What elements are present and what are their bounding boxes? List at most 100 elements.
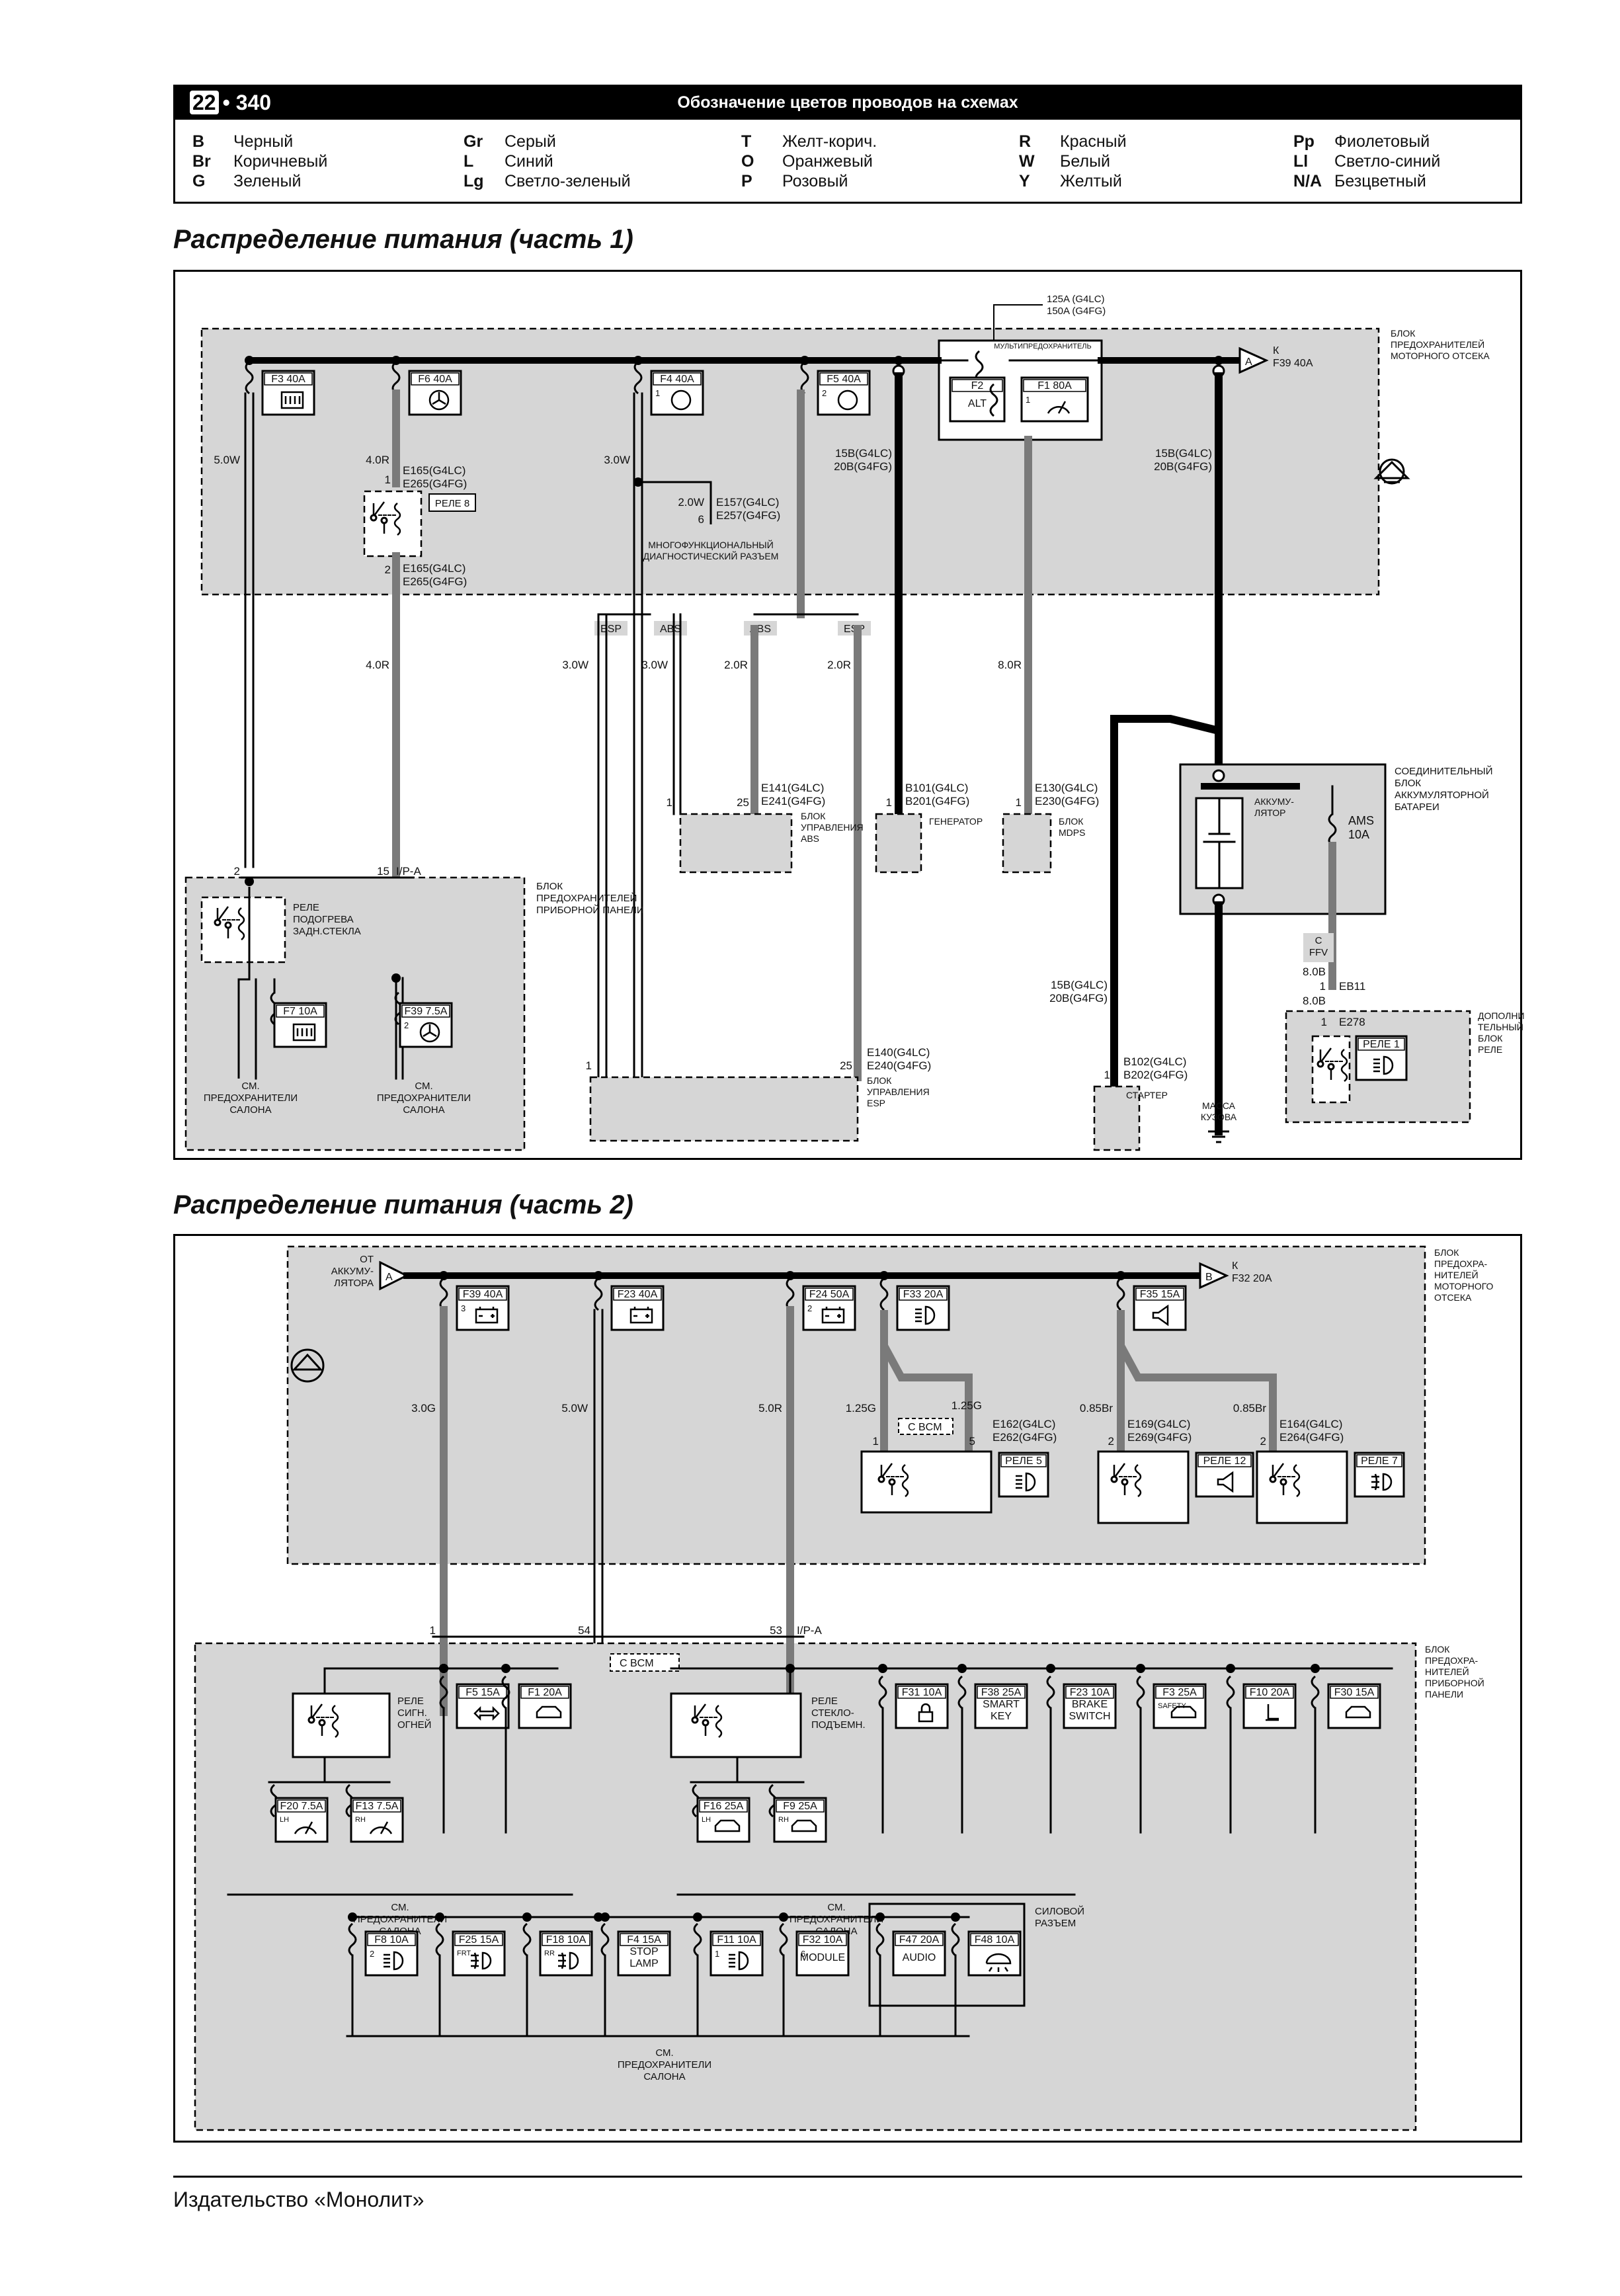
fuse-label: F8 10A: [374, 1934, 409, 1946]
fuse-label: РЕЛЕ 7: [1361, 1456, 1398, 1467]
footer-rule: [173, 2176, 1522, 2178]
rear-defrost-relay-label: ПОДОГРЕВА: [293, 914, 354, 925]
fuse-f5-15a: F5 15A: [456, 1683, 510, 1729]
fuse-sub: FRT: [457, 1949, 471, 1957]
window-relay-label: СТЕКЛО-: [811, 1707, 854, 1719]
connector-a-arrow: [1238, 347, 1269, 374]
fuse-element: [522, 1922, 532, 1957]
fuse-label: F20 7.5A: [280, 1801, 323, 1812]
abs-tag: ABS: [660, 624, 681, 635]
connector-code: EB11: [1339, 980, 1365, 993]
wiper-icon: [369, 1821, 393, 1834]
wire-code: B: [192, 132, 205, 151]
fuse-element: [501, 1675, 510, 1709]
fuse-label: РЕЛЕ 12: [1203, 1456, 1246, 1467]
wire-0.85br: [1117, 1344, 1277, 1454]
mdps-label: MDPS: [1059, 827, 1085, 838]
engine-block-label: МОТОРНОГО: [1434, 1281, 1493, 1292]
wire-color-name: Фиолетовый: [1334, 132, 1430, 151]
heater-icon: [292, 1023, 316, 1042]
seat-icon: [1266, 1704, 1279, 1721]
fuse-label: F35 15A: [1140, 1289, 1180, 1300]
relay-contact: [380, 516, 388, 524]
relay-contact: [1279, 1478, 1287, 1486]
fuse-element: [245, 360, 254, 395]
ground-icon: [292, 1353, 323, 1371]
fuse-sub: SAFETY: [1158, 1702, 1186, 1710]
fuse-element: [1116, 1277, 1125, 1311]
signal-relay-label: РЕЛЕ: [397, 1696, 424, 1707]
connector-code: I/P-A: [396, 865, 421, 878]
battery-icon: [821, 1307, 845, 1324]
arrows-icon: [473, 1705, 500, 1721]
fuse-text: BRAKE: [1072, 1699, 1108, 1710]
fuse-pin: 1: [655, 388, 660, 398]
fuse-f23-40a: F23 40A: [610, 1285, 665, 1331]
connector-code: B202(G4FG): [1123, 1069, 1188, 1081]
fuse-label: F39 40A: [463, 1289, 503, 1300]
wire-code: N/A: [1293, 172, 1322, 190]
junction-dot: [957, 1664, 967, 1673]
wire-label: 4.0R: [366, 659, 389, 671]
junction-dot: [1226, 1664, 1235, 1673]
fuse-label-box: [276, 1004, 325, 1018]
fuse-label-box: [520, 1686, 569, 1699]
power-connector-box: [868, 1903, 1026, 2007]
engine-block-label: ОТСЕКА: [1434, 1292, 1472, 1303]
see-cabin-fuses: ПРЕДОХРАНИТЕЛИ: [618, 2059, 711, 2070]
lamp-icon: [915, 1305, 936, 1325]
diagnostic-connector-label: ДИАГНОСТИЧЕСКИЙ РАЗЪЕМ: [643, 550, 779, 561]
fuse-pin: 1: [1026, 395, 1030, 405]
wire-1.25g: [880, 1344, 973, 1465]
fuse-label: РЕЛЕ 5: [1005, 1456, 1042, 1467]
additional-relay-label: РЕЛЕ: [1478, 1044, 1502, 1055]
fuse-label: F3 40A: [271, 374, 305, 385]
ip-block-label: БЛОК: [1425, 1644, 1450, 1655]
connector-code: E140(G4LC): [867, 1046, 930, 1059]
connector-code: E240(G4FG): [867, 1059, 931, 1072]
junction-dot: [501, 1664, 510, 1673]
fuse-label: F1 80A: [1037, 380, 1072, 391]
engine-block-label: НИТЕЛЕЙ: [1434, 1269, 1478, 1280]
wire-label: 15B(G4LC): [1155, 447, 1212, 460]
fuse-sub: RR: [544, 1949, 555, 1957]
ground-icon-ring: [290, 1348, 325, 1383]
fuse-label: F32 10A: [803, 1934, 843, 1946]
junction-dot: [951, 1912, 960, 1922]
engine-block-label: ПРЕДОХРА-: [1434, 1258, 1488, 1269]
wire-code: Pp: [1293, 132, 1315, 151]
wire-color-legend-header: 22• 340 Обозначение цветов проводов на с…: [173, 85, 1522, 204]
fuse-label-box: [277, 1799, 326, 1813]
page-number: 22• 340: [190, 91, 271, 115]
ground-label: МАССА: [1202, 1100, 1236, 1111]
wire-label: 2.0R: [827, 659, 851, 671]
fuse-element: [693, 1922, 702, 1957]
relay-contact: [702, 1719, 709, 1727]
signal-relay-box: [292, 1692, 391, 1758]
esp-unit-label: БЛОК: [867, 1075, 892, 1086]
fuse-label: F18 10A: [546, 1934, 587, 1946]
wire-label: 0.85Br: [1233, 1402, 1266, 1414]
fuse-label-box: [1330, 1686, 1379, 1699]
connector-pin: 5: [969, 1435, 975, 1448]
rear-defrost-relay-label: ЗАДН.СТЕКЛА: [293, 926, 361, 937]
engine-block-label: БЛОК: [1391, 328, 1416, 339]
esp-control-unit: [589, 1076, 859, 1142]
wire-color-name: Желт-корич.: [782, 132, 877, 151]
fuse-f39-7.5a: F39 7.5A2: [399, 1002, 453, 1048]
ffv-tag: [1303, 933, 1334, 962]
relay-contact: [1121, 1478, 1129, 1486]
window-relay-label: ПОДЪЕМН.: [811, 1719, 866, 1731]
fuse-label: F30 15A: [1334, 1687, 1375, 1698]
multifuse-rating-leader: [993, 304, 1043, 341]
fuse-element: [1046, 1675, 1055, 1709]
